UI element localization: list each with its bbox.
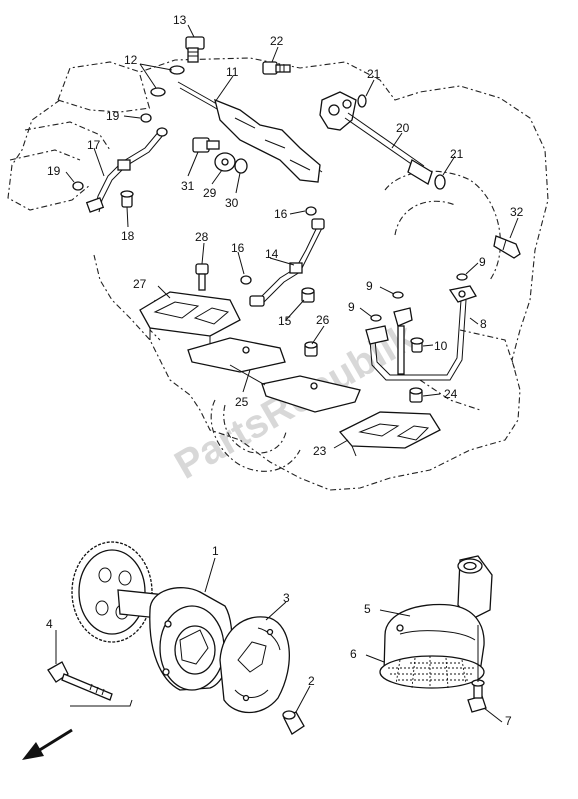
callout-16b: 16 <box>231 241 245 255</box>
part-7-bolt <box>467 679 487 713</box>
bracket-line-4 <box>70 699 133 707</box>
callout-10: 10 <box>434 339 448 353</box>
callout-18: 18 <box>121 229 135 243</box>
callout-22: 22 <box>270 34 284 48</box>
callout-19b: 19 <box>47 164 61 178</box>
callout-11: 11 <box>226 65 239 79</box>
part-22-bolt <box>262 61 291 75</box>
part-25-baffle-plate <box>187 337 361 413</box>
part-1-oil-pump-assembly <box>71 541 233 691</box>
part-10-bolt <box>410 337 424 353</box>
part-21-o-rings <box>357 94 446 190</box>
callout-19a: 19 <box>106 109 120 123</box>
part-13-bolt <box>185 36 205 63</box>
callout-31: 31 <box>181 179 195 193</box>
part-3-gasket <box>219 616 290 713</box>
part-9-o-rings <box>370 273 468 322</box>
callout-13: 13 <box>173 13 187 27</box>
callout-21a: 21 <box>367 67 381 81</box>
callout-28: 28 <box>195 230 209 244</box>
part-23-baffle-plate <box>338 411 441 457</box>
callout-29: 29 <box>203 186 217 200</box>
part-15-union-bolt <box>301 287 315 303</box>
callout-5: 5 <box>364 602 371 616</box>
callout-15: 15 <box>278 314 292 328</box>
callout-17: 17 <box>87 138 101 152</box>
callout-3: 3 <box>283 591 290 605</box>
part-2-dowel-pin <box>282 710 305 735</box>
part-31-bolt <box>192 137 220 153</box>
callout-30: 30 <box>225 196 239 210</box>
part-18-union-bolt <box>120 190 134 208</box>
part-29-washer <box>214 152 236 172</box>
callout-14: 14 <box>265 247 279 261</box>
leader-lines <box>55 24 519 723</box>
part-30-seal <box>234 158 248 174</box>
front-arrow-icon <box>22 728 73 760</box>
part-28-bolt <box>195 263 209 291</box>
part-16-o-rings <box>240 206 317 285</box>
callout-25: 25 <box>235 395 249 409</box>
callout-23: 23 <box>313 444 327 458</box>
part-12-washers <box>150 65 185 97</box>
part-32-plug <box>493 235 521 259</box>
part-20-oil-delivery-rod <box>319 91 433 185</box>
callout-2: 2 <box>308 674 315 688</box>
callout-8: 8 <box>480 317 487 331</box>
callout-7: 7 <box>505 714 512 728</box>
part-17-oil-pipe <box>85 127 168 213</box>
callout-26: 26 <box>316 313 330 327</box>
callout-12: 12 <box>124 53 138 67</box>
crankcase-outline <box>7 57 549 491</box>
callout-21b: 21 <box>450 147 464 161</box>
callout-20: 20 <box>396 121 410 135</box>
callout-9a: 9 <box>366 279 373 293</box>
callout-1: 1 <box>212 544 219 558</box>
callout-6: 6 <box>350 647 357 661</box>
callout-32: 32 <box>510 205 524 219</box>
part-8-oil-pipe <box>365 285 477 381</box>
callout-labels: 13 12 11 22 21 20 21 19 17 19 18 31 29 3… <box>46 13 524 728</box>
callout-9b: 9 <box>348 300 355 314</box>
callout-9c: 9 <box>479 255 486 269</box>
callout-4: 4 <box>46 617 53 631</box>
part-24-bolt <box>409 387 423 403</box>
callout-16a: 16 <box>274 207 288 221</box>
part-14-oil-pipe <box>249 218 325 307</box>
part-19-o-rings <box>72 113 152 191</box>
part-11-oil-pipe <box>177 81 323 183</box>
part-4-bolt <box>47 661 113 701</box>
callout-24: 24 <box>444 387 458 401</box>
callout-27: 27 <box>133 277 147 291</box>
part-26-bolt <box>304 341 318 357</box>
part-6-strainer-screen <box>379 655 485 689</box>
